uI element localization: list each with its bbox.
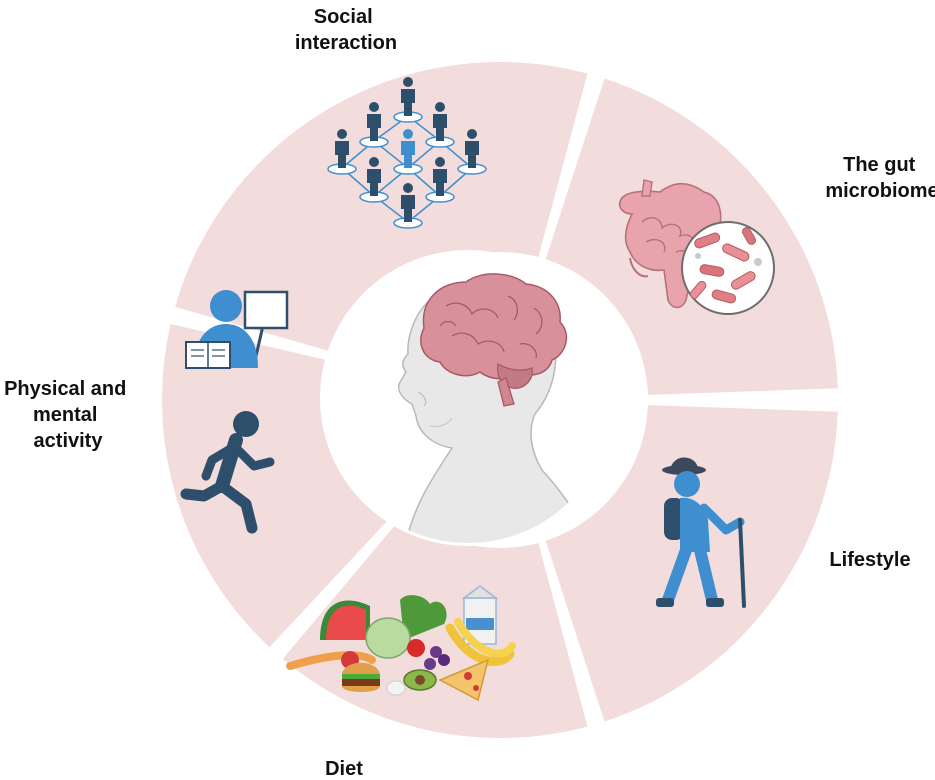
hiker-icon: [656, 457, 746, 608]
bacteria-icon: [681, 221, 775, 315]
network-person: [393, 77, 423, 123]
label-physical-mental-activity: Physical and mental activity: [4, 378, 132, 452]
label-gut-microbiome: The gut microbiome: [825, 154, 935, 202]
segment-social-interaction: [175, 61, 588, 360]
label-social-interaction: Social interaction: [295, 6, 397, 54]
teacher-icon: [185, 290, 289, 369]
network-person: [359, 102, 389, 148]
network-icon: [327, 77, 487, 229]
brain-icon: [420, 273, 568, 407]
label-diet: Diet: [325, 758, 363, 780]
network-person: [457, 129, 487, 175]
label-lifestyle: Lifestyle: [829, 549, 910, 571]
network-person: [393, 129, 423, 175]
network-person: [425, 157, 455, 203]
network-person: [359, 157, 389, 203]
runner-icon: [180, 411, 275, 534]
food-icon: [286, 585, 516, 702]
network-person: [393, 183, 423, 229]
network-person: [425, 102, 455, 148]
network-person: [327, 129, 357, 175]
segment-lifestyle: [545, 405, 838, 722]
